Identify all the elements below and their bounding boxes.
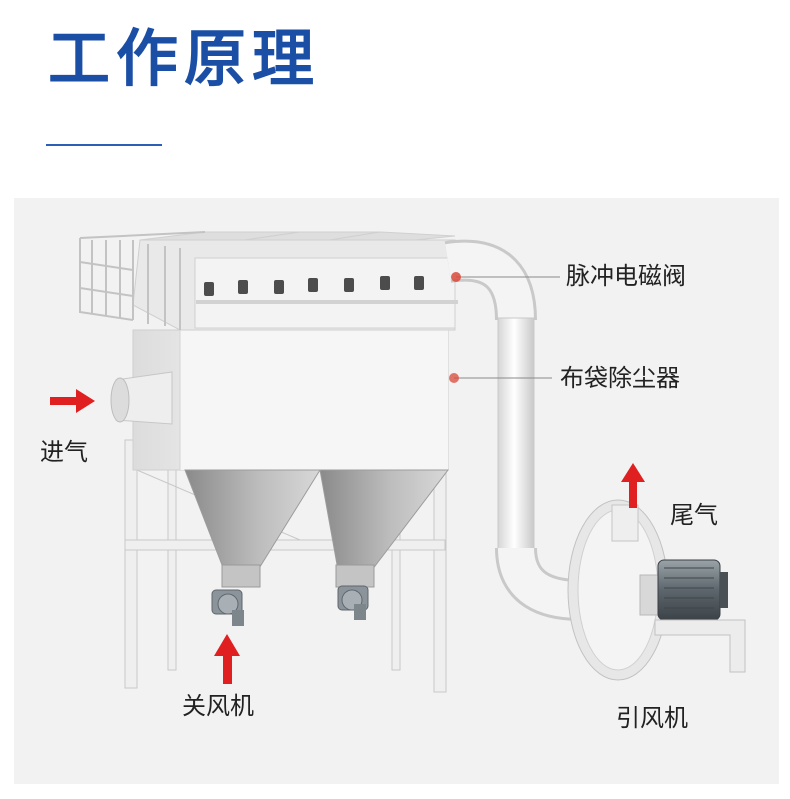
bag-filter-label: 布袋除尘器 [560,364,680,392]
bag-filter-marker [449,373,459,383]
hoppers [184,469,450,588]
inlet-arrow [50,389,95,413]
induced-fan-label: 引风机 [616,704,688,732]
rotary-valve-right [337,585,369,620]
callouts [449,272,560,383]
inlet-duct [110,371,173,425]
exhaust-arrow [621,463,645,508]
pulse-valve-row [196,276,458,304]
rotary-valve-left [211,589,244,626]
induced-fan [567,499,746,681]
title-underline [46,144,162,146]
top-chamber [132,231,456,331]
page-title: 工作原理 [48,22,321,95]
rotary-valves [211,585,369,626]
guard-rail [79,231,206,330]
pulse-valve-label: 脉冲电磁阀 [566,262,686,290]
outlet-pipe [444,239,596,621]
exhaust-label: 尾气 [670,501,718,529]
fan-motor [657,559,728,621]
filter-body [132,329,449,471]
rotary-valve-label: 关风机 [182,692,254,720]
pulse-valve-marker [451,272,461,282]
rotary-valve-arrow [214,634,240,684]
flow-arrows [50,389,645,684]
air-inlet-label: 进气 [40,438,88,466]
